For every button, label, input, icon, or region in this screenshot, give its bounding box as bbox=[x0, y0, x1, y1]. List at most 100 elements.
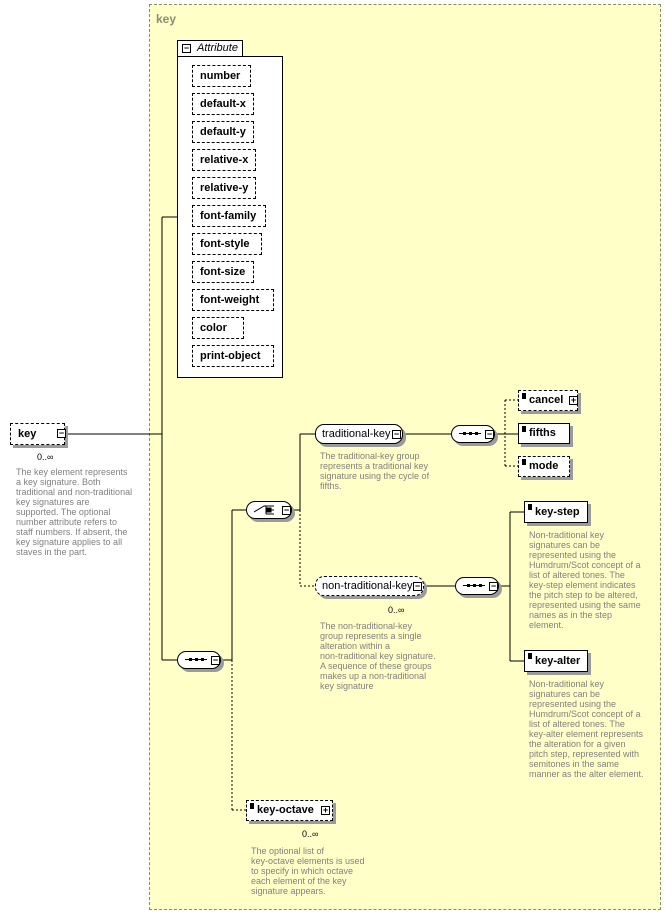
description-line: traditional and non-traditional bbox=[16, 487, 133, 497]
description-line: element. bbox=[529, 620, 564, 630]
cancel-element[interactable]: cancel bbox=[518, 390, 578, 411]
description-line: signatures can be bbox=[529, 689, 601, 699]
key-octave-element[interactable]: key-octave bbox=[246, 800, 337, 825]
key-step-element[interactable]: key-step bbox=[524, 501, 588, 523]
sequence-compositor[interactable] bbox=[455, 577, 499, 595]
root-key-element[interactable]: key bbox=[10, 423, 65, 445]
attribute-default-x[interactable]: default-x bbox=[192, 93, 254, 115]
description-line: signature using the cycle of bbox=[320, 471, 430, 481]
description-line: the pitch step to be altered, bbox=[529, 590, 638, 600]
element-icon bbox=[522, 426, 526, 432]
description-line: The traditional-key group bbox=[320, 451, 420, 461]
description-line: Humdrum/Scot concept of a bbox=[529, 560, 641, 570]
attributes-title: Attribute bbox=[197, 42, 238, 54]
description-line: pitch step, represented with bbox=[529, 749, 640, 759]
attribute-print-object[interactable]: print-object bbox=[192, 345, 274, 367]
description-line: represented using the same bbox=[529, 600, 641, 610]
description-line: The non-traditional-key bbox=[320, 621, 413, 631]
element-icon bbox=[528, 653, 532, 659]
fifths-label: fifths bbox=[529, 427, 556, 439]
mode-element[interactable]: mode bbox=[518, 456, 570, 477]
key-alter-element[interactable]: key-alter bbox=[524, 650, 588, 672]
expand-icon[interactable]: + bbox=[321, 805, 330, 815]
non-traditional-key-label: non-traditional-key bbox=[322, 580, 413, 592]
root-cardinality: 0..∞ bbox=[37, 452, 54, 462]
element-icon bbox=[522, 459, 526, 465]
panel-title: key bbox=[156, 12, 177, 26]
description-line: represented using the bbox=[529, 550, 617, 560]
description-line: key-octave elements is used bbox=[251, 856, 365, 866]
description-line: non-traditional key signature. bbox=[320, 651, 436, 661]
collapse-icon[interactable]: − bbox=[182, 43, 191, 53]
element-icon bbox=[528, 504, 532, 510]
description-line: key-alter element represents bbox=[529, 729, 644, 739]
non-traditional-key-cardinality: 0..∞ bbox=[388, 605, 405, 615]
description-line: fifths. bbox=[320, 481, 342, 491]
attribute-default-y[interactable]: default-y bbox=[192, 121, 254, 143]
description-line: to specify in which octave bbox=[251, 866, 354, 876]
choice-compositor[interactable] bbox=[246, 501, 292, 519]
key-octave-label: key-octave bbox=[257, 804, 314, 816]
description-line: key-step element indicates bbox=[529, 580, 636, 590]
description-line: manner as the alter element. bbox=[529, 769, 644, 779]
attribute-font-style[interactable]: font-style bbox=[192, 233, 262, 255]
description-line: A sequence of these groups bbox=[320, 661, 432, 671]
mode-label: mode bbox=[529, 460, 559, 472]
description-line: the alteration for a given bbox=[529, 739, 626, 749]
description-line: a key signature. Both bbox=[16, 477, 101, 487]
key-alter-label: key-alter bbox=[535, 655, 581, 667]
description-line: semitones in the same bbox=[529, 759, 620, 769]
description-line: key signature bbox=[320, 681, 374, 691]
attribute-font-size[interactable]: font-size bbox=[192, 261, 254, 283]
collapse-icon[interactable]: − bbox=[57, 428, 66, 438]
element-icon bbox=[522, 393, 526, 399]
attribute-relative-y[interactable]: relative-y bbox=[192, 177, 256, 199]
description-line: Humdrum/Scot concept of a bbox=[529, 709, 641, 719]
description-line: Non-traditional key bbox=[529, 679, 605, 689]
collapse-icon[interactable]: − bbox=[489, 581, 498, 591]
attribute-font-family[interactable]: font-family bbox=[192, 205, 266, 227]
description-line: list of altered tones. The bbox=[529, 570, 625, 580]
description-line: signature appears. bbox=[251, 886, 326, 896]
collapse-icon[interactable]: − bbox=[211, 655, 220, 665]
description-line: makes up a non-traditional bbox=[320, 671, 427, 681]
collapse-icon[interactable]: − bbox=[413, 581, 422, 591]
description-line: The optional list of bbox=[251, 846, 325, 856]
traditional-key-group[interactable]: traditional-key bbox=[315, 424, 403, 444]
cancel-label: cancel bbox=[529, 394, 564, 406]
description-line: list of altered tones. The bbox=[529, 719, 625, 729]
sequence-compositor[interactable] bbox=[451, 425, 495, 443]
key-step-label: key-step bbox=[535, 506, 580, 518]
description-line: Non-traditional key bbox=[529, 530, 605, 540]
attribute-font-weight[interactable]: font-weight bbox=[192, 289, 274, 311]
attribute-relative-x[interactable]: relative-x bbox=[192, 149, 256, 171]
fifths-element[interactable]: fifths bbox=[518, 423, 570, 444]
non-traditional-key-group[interactable]: non-traditional-key bbox=[315, 576, 424, 596]
description-line: names as in the step bbox=[529, 610, 613, 620]
expand-icon[interactable]: + bbox=[569, 395, 578, 405]
collapse-icon[interactable]: − bbox=[485, 429, 494, 439]
description-line: staves in the part. bbox=[16, 547, 88, 557]
root-key-label: key bbox=[18, 428, 37, 440]
sequence-compositor[interactable] bbox=[177, 651, 221, 669]
description-line: key signature applies to all bbox=[16, 537, 123, 547]
collapse-icon[interactable]: − bbox=[392, 429, 401, 439]
description-line: The key element represents bbox=[16, 467, 128, 477]
key-octave-cardinality: 0..∞ bbox=[302, 829, 319, 839]
choice-icon bbox=[253, 505, 274, 515]
description-line: represented using the bbox=[529, 699, 617, 709]
collapse-icon[interactable]: − bbox=[282, 505, 291, 515]
attribute-color[interactable]: color bbox=[192, 317, 244, 339]
description-line: represents a traditional key bbox=[320, 461, 429, 471]
attributes-tab[interactable]: Attribute bbox=[177, 40, 243, 57]
description-line: group represents a single bbox=[320, 631, 422, 641]
attribute-number[interactable]: number bbox=[192, 65, 251, 87]
